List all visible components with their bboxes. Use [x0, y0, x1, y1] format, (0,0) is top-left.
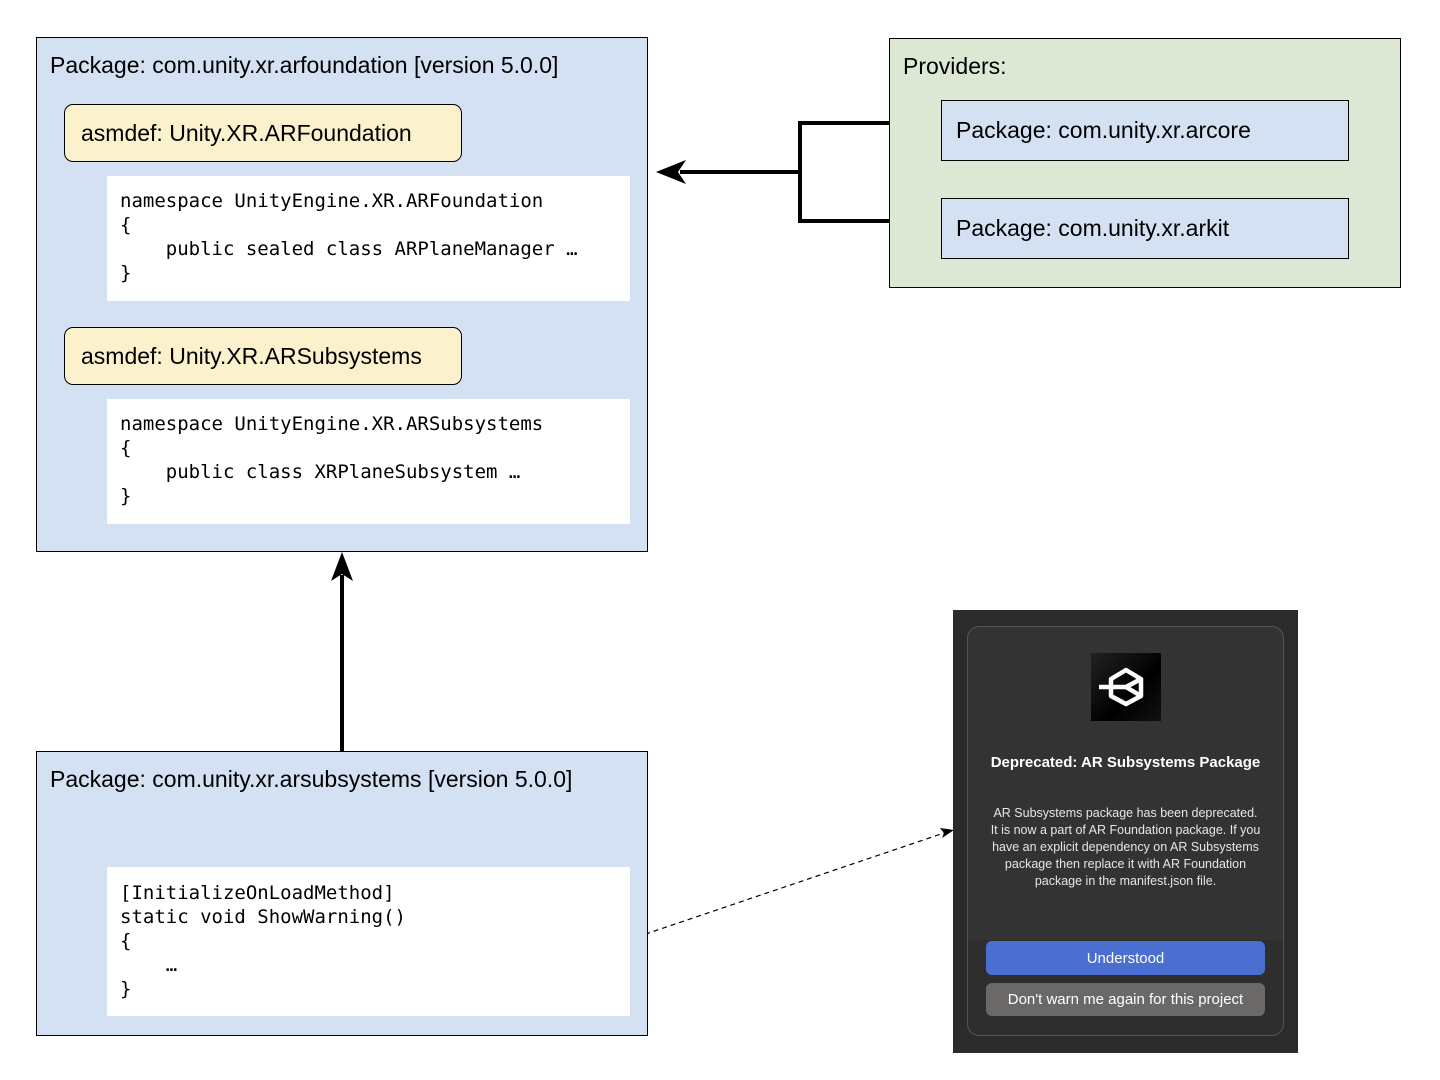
provider-arcore: Package: com.unity.xr.arcore [941, 100, 1349, 161]
arsubsystems-package: Package: com.unity.xr.arsubsystems [vers… [36, 751, 648, 1036]
deprecation-dialog: Deprecated: AR Subsystems Package AR Sub… [967, 626, 1284, 1036]
arsubsystems-package-title: Package: com.unity.xr.arsubsystems [vers… [50, 766, 573, 792]
code-arfoundation: namespace UnityEngine.XR.ARFoundation { … [107, 176, 630, 301]
deprecation-dialog-screenshot: Deprecated: AR Subsystems Package AR Sub… [953, 610, 1298, 1053]
arfoundation-package-title: Package: com.unity.xr.arfoundation [vers… [50, 52, 559, 78]
providers-arrowhead [656, 160, 686, 184]
code-to-dialog-dashed-line [627, 832, 945, 941]
providers-bracket [798, 121, 889, 223]
asmdef-arsubsystems: asmdef: Unity.XR.ARSubsystems [64, 327, 462, 385]
code-show-warning: [InitializeOnLoadMethod] static void Sho… [107, 867, 630, 1016]
providers-box: Providers: Package: com.unity.xr.arcore … [889, 38, 1401, 288]
provider-arkit: Package: com.unity.xr.arkit [941, 198, 1349, 259]
arsubsystems-arrowhead [331, 552, 353, 581]
arfoundation-package: Package: com.unity.xr.arfoundation [vers… [36, 37, 648, 552]
code-arsubsystems: namespace UnityEngine.XR.ARSubsystems { … [107, 399, 630, 524]
dont-warn-again-button[interactable]: Don't warn me again for this project [986, 983, 1265, 1016]
dashed-arrowhead [940, 828, 954, 838]
dialog-message: AR Subsystems package has been deprecate… [990, 806, 1261, 888]
asmdef-arfoundation: asmdef: Unity.XR.ARFoundation [64, 104, 462, 162]
providers-title: Providers: [903, 53, 1007, 79]
dialog-title: Deprecated: AR Subsystems Package [990, 754, 1261, 771]
understood-button[interactable]: Understood [986, 941, 1265, 975]
unity-logo-icon [1091, 653, 1161, 721]
